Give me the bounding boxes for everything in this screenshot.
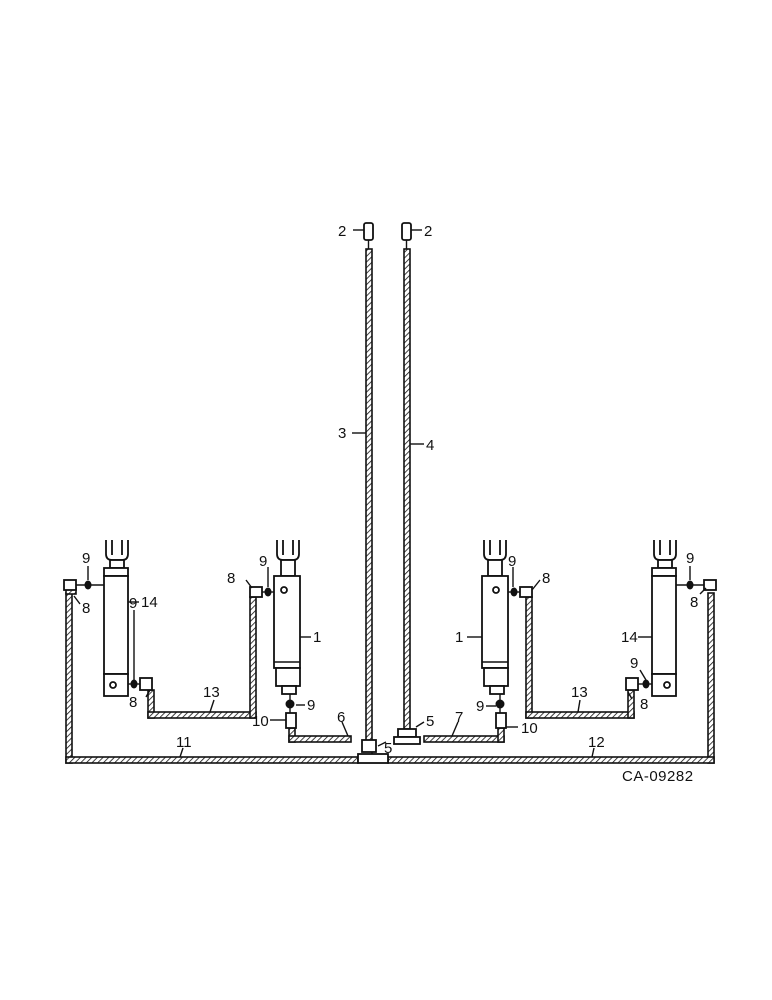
hose-3 xyxy=(365,248,373,742)
callout-9-c: 9 xyxy=(259,553,267,570)
callout-10-left: 10 xyxy=(252,713,269,730)
callout-13-left: 13 xyxy=(203,684,220,701)
callout-2-right: 2 xyxy=(424,223,432,240)
o-ring-seals xyxy=(76,580,704,709)
drawing-code: CA-09282 xyxy=(622,768,694,785)
hose-6 xyxy=(288,727,352,743)
callout-9-d: 9 xyxy=(307,697,315,714)
tee-5-upper xyxy=(393,728,421,745)
callout-9-a: 9 xyxy=(82,550,90,567)
callout-8-e: 8 xyxy=(542,570,550,587)
cylinder-1-right xyxy=(481,540,509,695)
callout-5-bottom: 5 xyxy=(384,740,392,757)
callout-8-a: 8 xyxy=(82,600,90,617)
hose-13-left xyxy=(147,596,257,719)
callout-9-f: 9 xyxy=(476,698,484,715)
callout-8-g: 8 xyxy=(640,696,648,713)
adapter-fittings xyxy=(285,694,507,729)
callout-8-c: 8 xyxy=(227,570,235,587)
callout-2-left: 2 xyxy=(338,223,346,240)
callout-8-h: 8 xyxy=(690,594,698,611)
callout-labels: 2 2 3 4 9 8 14 9 8 13 9 8 1 9 10 6 5 5 7… xyxy=(82,223,698,785)
callout-12: 12 xyxy=(588,734,605,751)
elbow-fittings xyxy=(63,579,717,691)
cylinder-14-right xyxy=(651,540,677,697)
tee-5-lower xyxy=(357,739,389,764)
callout-9-e: 9 xyxy=(508,553,516,570)
callout-9-h: 9 xyxy=(686,550,694,567)
callout-8-b: 8 xyxy=(129,694,137,711)
callout-7: 7 xyxy=(455,709,463,726)
callout-4: 4 xyxy=(426,437,434,454)
cylinder-14-left xyxy=(103,540,129,697)
callout-1-left: 1 xyxy=(313,629,321,646)
callout-6: 6 xyxy=(337,709,345,726)
hose-4 xyxy=(403,248,411,730)
callout-5-top: 5 xyxy=(426,713,434,730)
callout-3: 3 xyxy=(338,425,346,442)
hose-7 xyxy=(423,727,505,743)
callout-10-right: 10 xyxy=(521,720,538,737)
callout-14-right: 14 xyxy=(621,629,638,646)
cylinder-1-left xyxy=(273,540,301,695)
coupler-2-left xyxy=(363,222,374,241)
callout-13-right: 13 xyxy=(571,684,588,701)
callout-9-b: 9 xyxy=(129,595,137,612)
callout-1-right: 1 xyxy=(455,629,463,646)
callout-9-g: 9 xyxy=(630,655,638,672)
callout-11: 11 xyxy=(176,734,192,751)
callout-14-left: 14 xyxy=(141,594,158,611)
leader-lines xyxy=(73,229,707,758)
coupler-2-right xyxy=(401,222,412,241)
